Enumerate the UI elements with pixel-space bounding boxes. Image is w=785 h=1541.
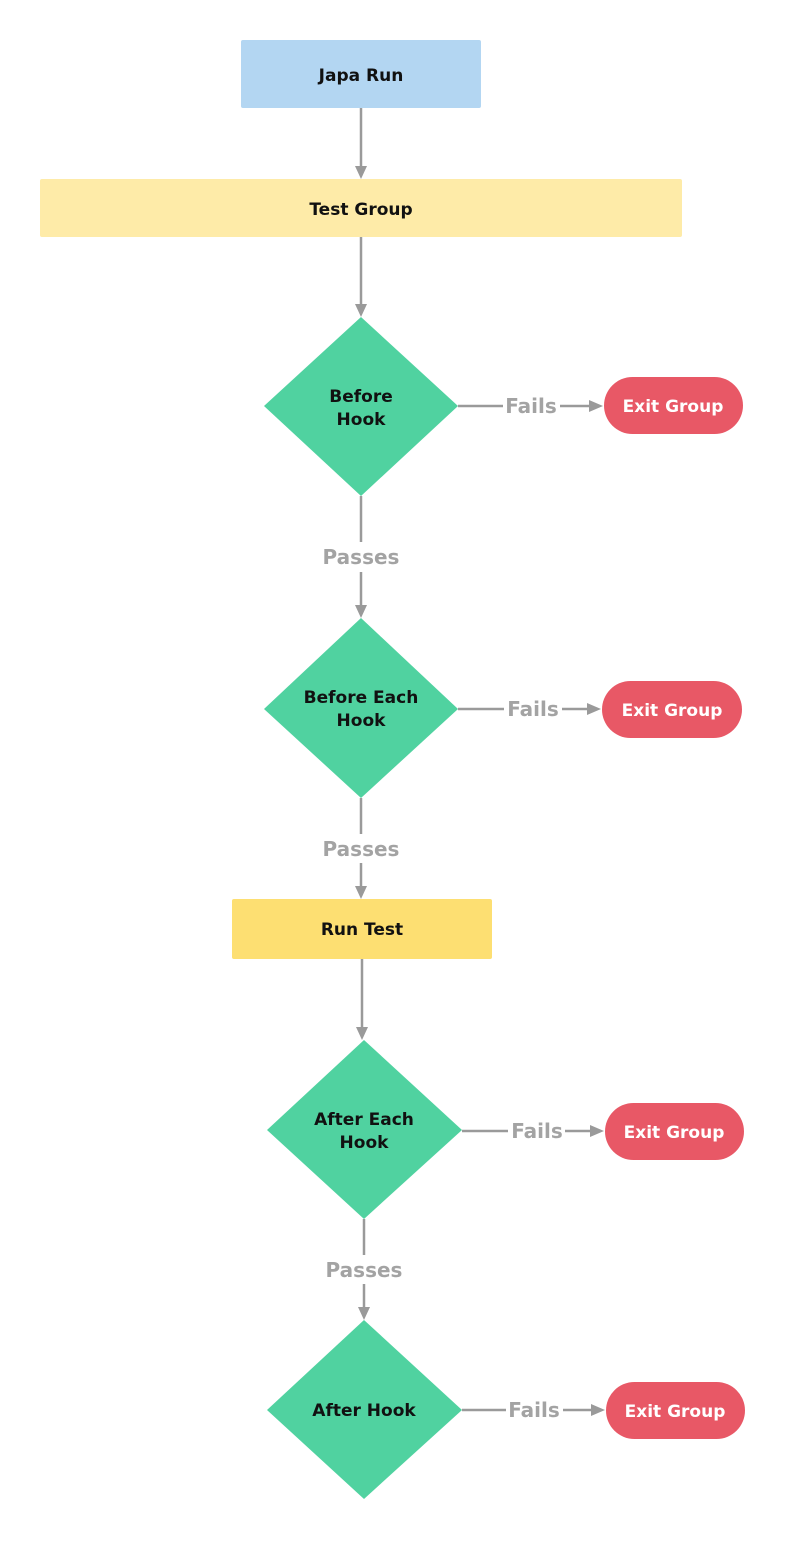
- passes-label: Passes: [326, 1258, 403, 1282]
- before-hook-label-line1: Before: [329, 387, 392, 407]
- arrowhead: [358, 1307, 370, 1320]
- fails-label: Fails: [507, 697, 559, 721]
- after-hook-label: After Hook: [312, 1401, 416, 1421]
- arrowhead: [355, 886, 367, 899]
- arrowhead: [591, 1404, 605, 1416]
- exit-group-label: Exit Group: [625, 1402, 726, 1422]
- arrowhead: [355, 304, 367, 317]
- arrowhead: [356, 1027, 368, 1040]
- exit-group-node: [604, 377, 743, 434]
- passes-label: Passes: [323, 837, 400, 861]
- before-each-hook-label-line2: Hook: [337, 711, 387, 731]
- fails-label: Fails: [511, 1119, 563, 1143]
- before-each-hook-label-line1: Before Each: [304, 688, 419, 708]
- arrowhead: [587, 703, 601, 715]
- test-group-node: [40, 179, 682, 237]
- exit-group-node: [602, 681, 742, 738]
- before-each-hook-node: [264, 618, 458, 798]
- japa-run-node: [241, 40, 481, 108]
- before-hook-label-line2: Hook: [337, 410, 387, 430]
- fails-label: Fails: [508, 1398, 560, 1422]
- arrowhead: [589, 400, 603, 412]
- exit-group-label: Exit Group: [624, 1123, 725, 1143]
- passes-label: Passes: [323, 545, 400, 569]
- exit-group-node: [606, 1382, 745, 1439]
- japa-run-label: Japa Run: [318, 66, 404, 86]
- arrowhead: [355, 605, 367, 618]
- after-each-hook-label-line1: After Each: [314, 1110, 414, 1130]
- after-each-hook-label-line2: Hook: [340, 1133, 390, 1153]
- arrowhead: [590, 1125, 604, 1137]
- exit-group-label: Exit Group: [622, 701, 723, 721]
- arrowhead: [355, 166, 367, 179]
- run-test-node: [232, 899, 492, 959]
- run-test-label: Run Test: [321, 920, 403, 940]
- exit-group-label: Exit Group: [623, 397, 724, 417]
- test-group-label: Test Group: [309, 200, 412, 220]
- before-hook-node: [264, 317, 458, 496]
- exit-group-node: [605, 1103, 744, 1160]
- after-hook-node: [267, 1320, 462, 1499]
- after-each-hook-node: [267, 1040, 462, 1219]
- fails-label: Fails: [505, 394, 557, 418]
